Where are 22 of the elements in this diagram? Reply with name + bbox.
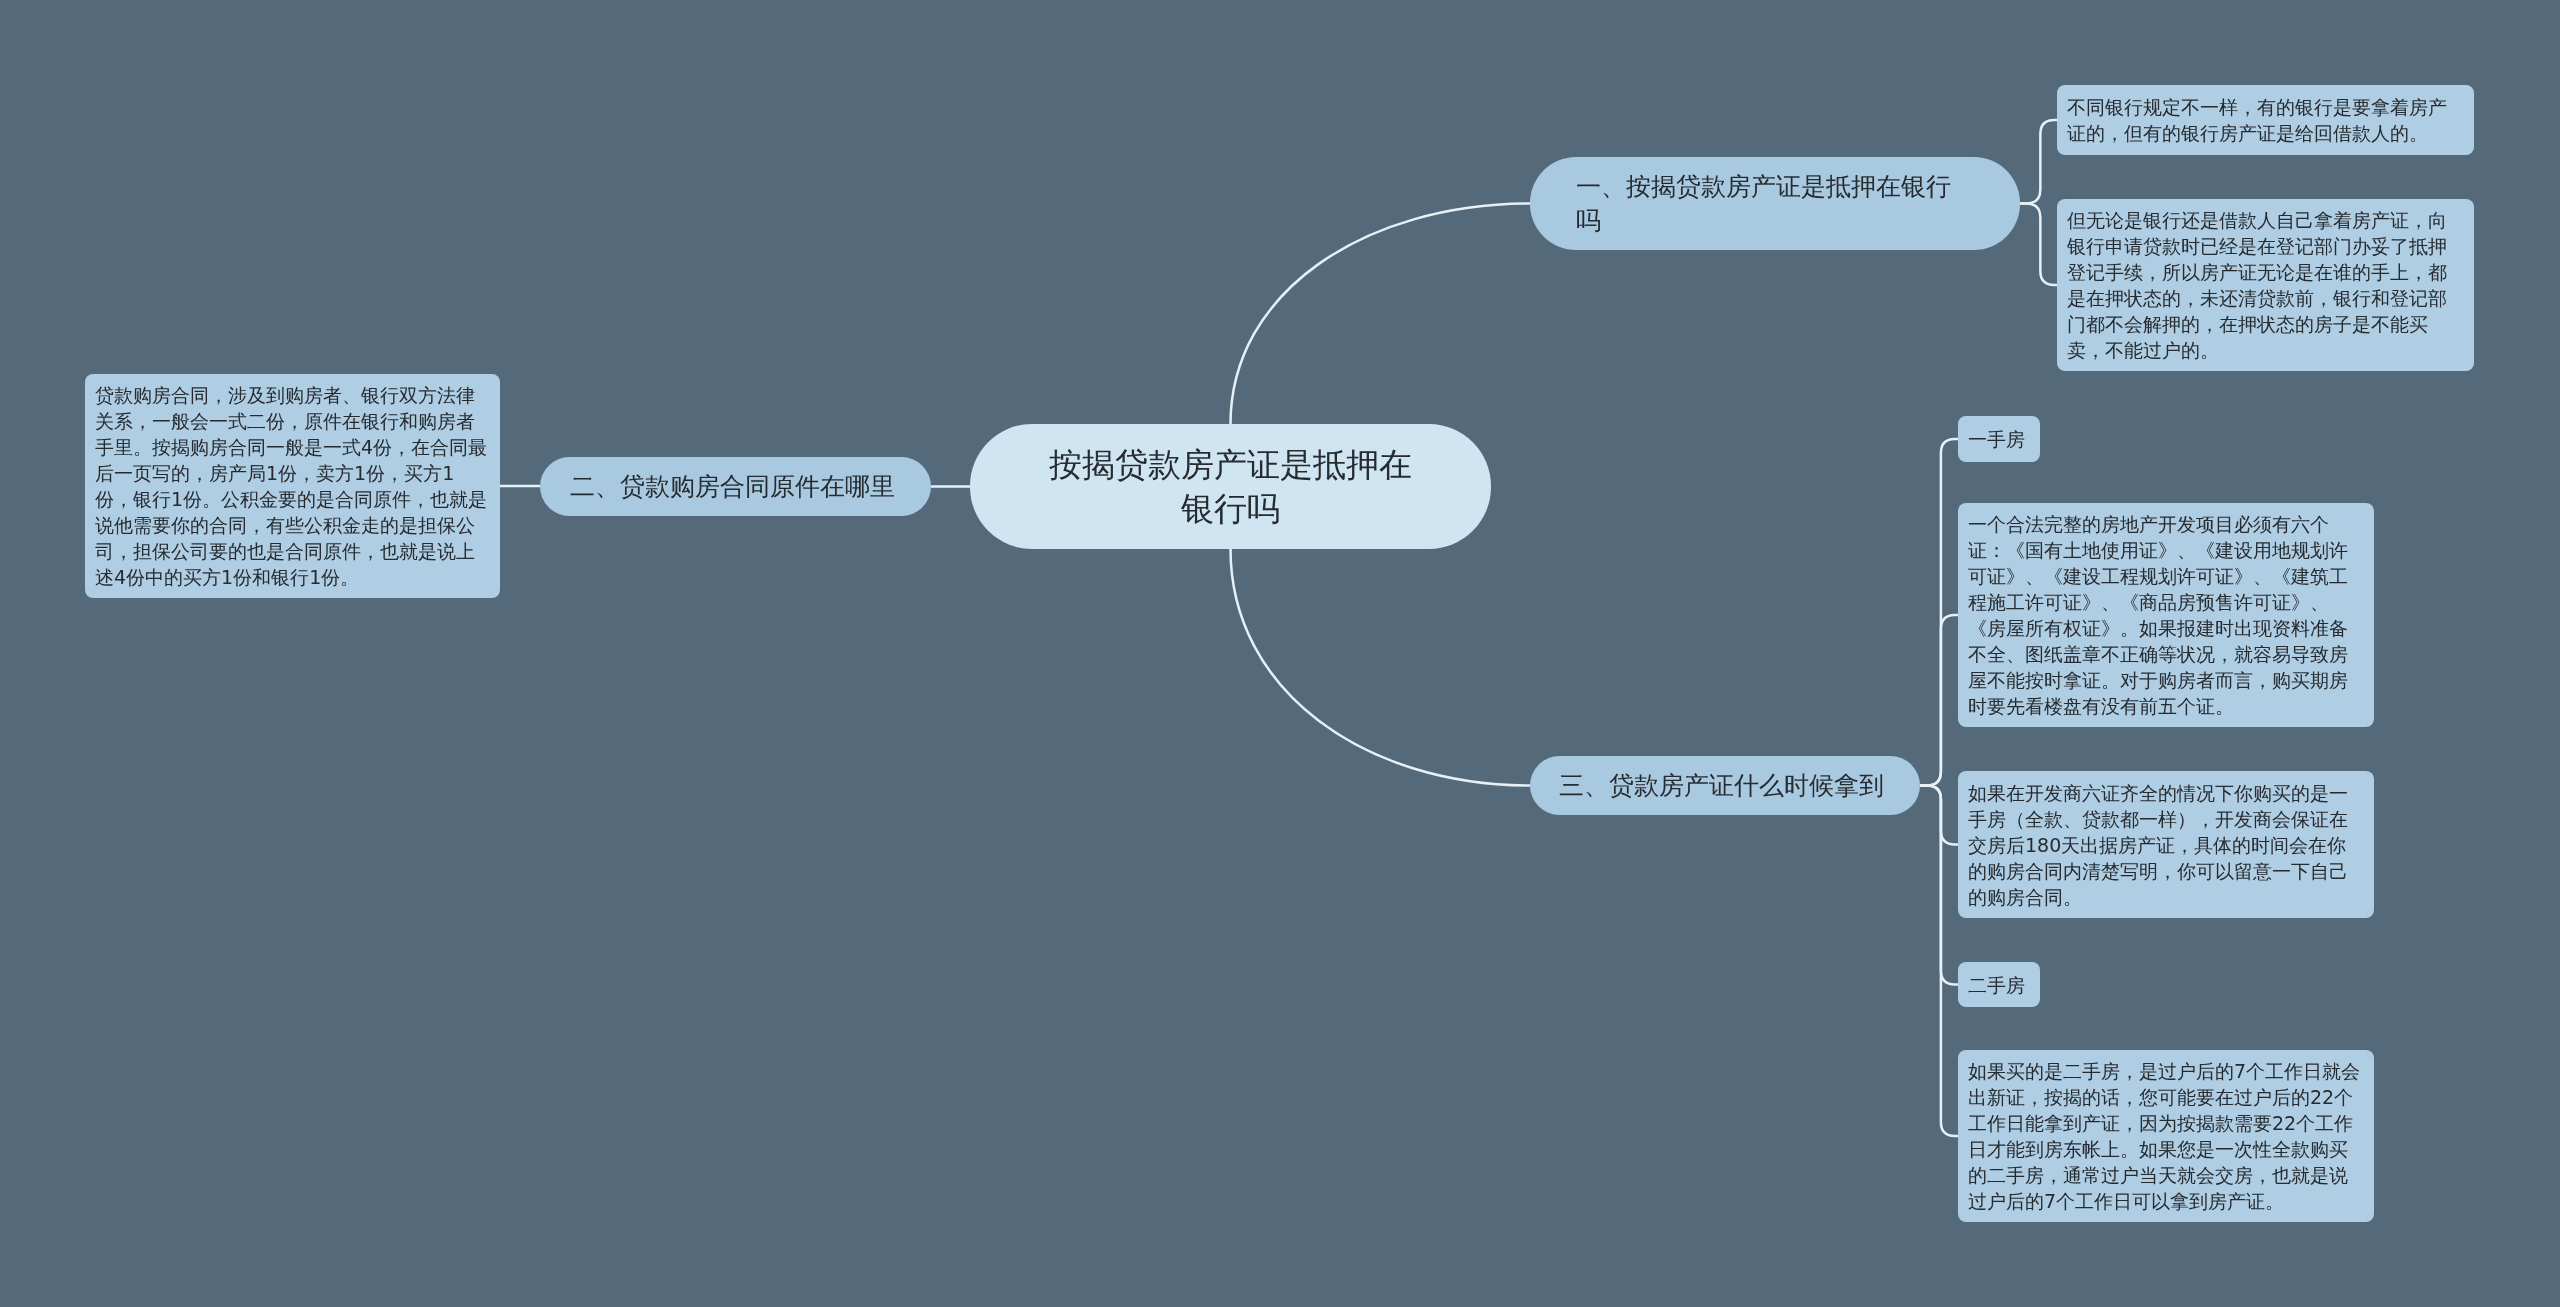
note-text: 贷款购房合同，涉及到购房者、银行双方法律关系，一般会一式二份，原件在银行和购房者手里。按揭购房合同一般是一式4份，在合同最后一页写的，房产局1份，卖方1份，买方1份，银行1份。公积金要的是合同原件，也就是说他需要你的合同，有些公积金走的是担保公司，担保公司要的也是合同原件，也就是说上述4份中的买方1份和银行1份。 bbox=[95, 383, 488, 590]
note-text: 但无论是银行还是借款人自己拿着房产证，向银行申请贷款时已经是在登记部门办妥了抵押登记手续，所以房产证无论是在谁的手上，都是在押状态的，未还清贷款前，银行和登记部门都不会解押的，在押状态的房子是不能买卖，不能过户的。 bbox=[2067, 208, 2448, 363]
note-text: 不同银行规定不一样，有的银行是要拿着房产证的，但有的银行房产证是给回借款人的。 bbox=[2067, 95, 2448, 146]
note-box bbox=[2057, 199, 2474, 371]
topic-text: 二、贷款购房合同原件在哪里 bbox=[570, 470, 895, 503]
connector-line bbox=[1229, 548, 1531, 787]
note-box bbox=[1958, 962, 2040, 1007]
connector-line bbox=[1229, 202, 1531, 425]
topic-text: 三、贷款房产证什么时候拿到 bbox=[1559, 769, 1884, 802]
note-text: 一手房 bbox=[1968, 427, 2025, 452]
connector-line bbox=[931, 485, 970, 488]
topic-text: 按揭贷款房产证是抵押在银行吗 bbox=[1048, 443, 1413, 530]
note-text: 二手房 bbox=[1968, 972, 2025, 998]
connector-line bbox=[500, 484, 540, 488]
topic-text: 一、按揭贷款房产证是抵押在银行吗 bbox=[1576, 170, 1952, 237]
note-box bbox=[1958, 416, 2040, 462]
note-box bbox=[1958, 771, 2374, 918]
note-text: 如果买的是二手房，是过户后的7个工作日就会出新证，按揭的话，您可能要在过户后的22个工作日能拿到产证，因为按揭款需要22个工作日才能到房东帐上。如果您是一次性全款购买的二手房，通常过户当天就会交房，也就是说过户后的7个工作日可以拿到房产证。 bbox=[1968, 1059, 2362, 1214]
note-box bbox=[2057, 85, 2474, 155]
note-text: 一个合法完整的房地产开发项目必须有六个证：《国有土地使用证》、《建设用地规划许可证》、《建设工程规划许可证》、《建筑工程施工许可证》、《商品房预售许可证》、《房屋所有权证》。如果报建时出现资料准备不全、图纸盖章不正确等状况，就容易导致房屋不能按时拿证。对于购房者而言，购买期房时要先看楼盘有没有前五个证。 bbox=[1968, 512, 2349, 719]
note-text: 如果在开发商六证齐全的情况下你购买的是一手房（全款、贷款都一样），开发商会保证在交房后180天出据房产证，具体的时间会在你的购房合同内清楚写明，你可以留意一下自己的购房合同。 bbox=[1968, 780, 2349, 910]
note-box bbox=[1958, 503, 2374, 727]
